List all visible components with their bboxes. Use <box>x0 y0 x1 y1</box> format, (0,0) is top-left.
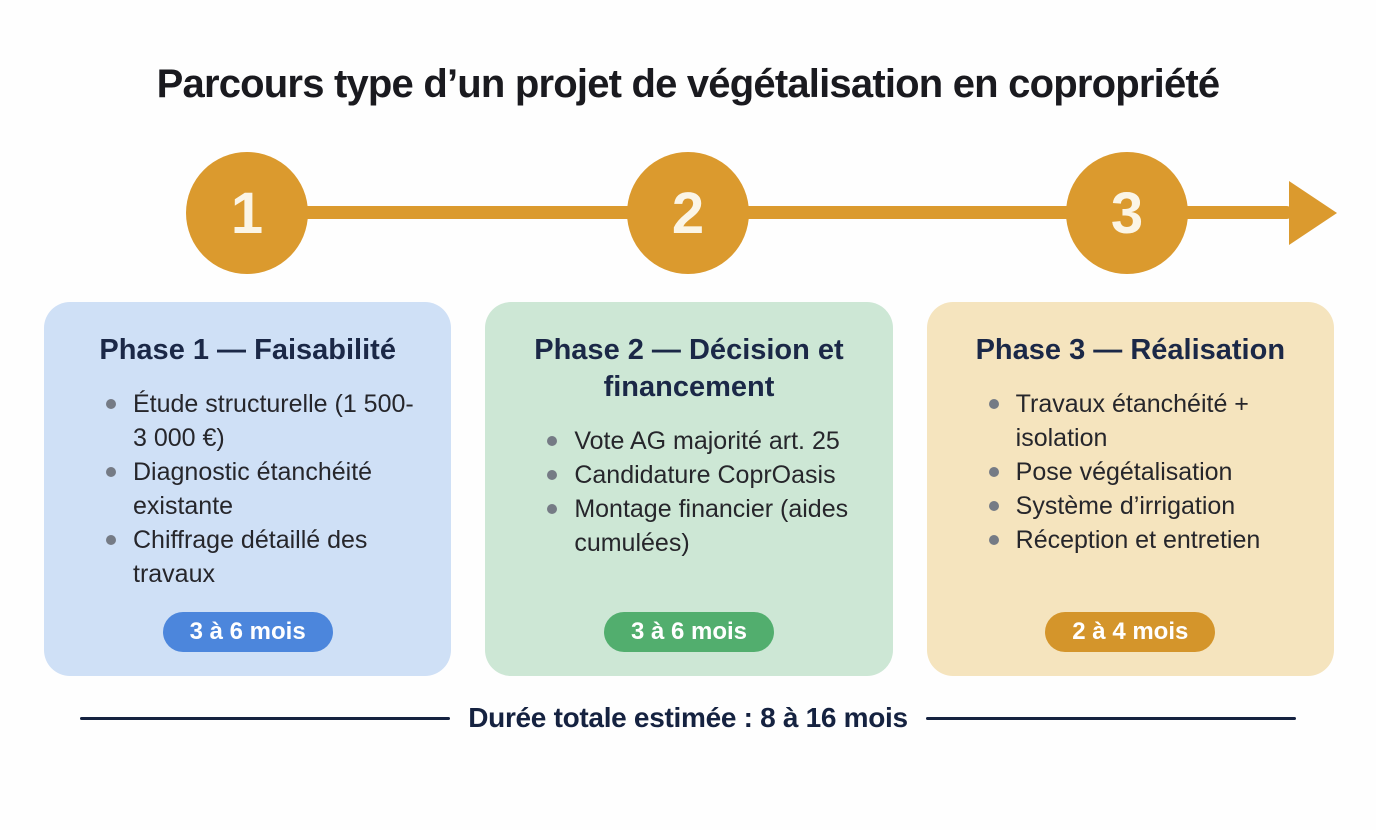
timeline-line <box>247 206 1293 219</box>
phase-title: Phase 1 — Faisabilité <box>99 334 396 366</box>
phase-card-decision-financement: Phase 2 — Décision et financement Vote A… <box>485 302 893 676</box>
bullet-item: Candidature CoprOasis <box>547 458 866 492</box>
bullet-item: Montage financier (aides cumulées) <box>547 492 866 560</box>
phase-bullet-list: Travaux étanchéité + isolation Pose végé… <box>953 387 1308 557</box>
bullet-item: Système d’irrigation <box>988 489 1308 523</box>
phase-cards-row: Phase 1 — Faisabilité Étude structurelle… <box>0 302 1376 676</box>
bullet-item: Vote AG majorité art. 25 <box>547 424 866 458</box>
bullet-item: Travaux étanchéité + isolation <box>988 387 1308 455</box>
phase-title: Phase 2 — Décision et financement <box>534 334 844 404</box>
total-duration-text: Durée totale estimée : 8 à 16 mois <box>468 702 908 733</box>
page-title: Parcours type d’un projet de végétalisat… <box>156 62 1221 106</box>
duration-badge: 3 à 6 mois <box>162 612 333 652</box>
duration-badge: 3 à 6 mois <box>603 612 775 652</box>
bullet-item: Étude structurelle (1 500-3 000 €) <box>106 387 425 455</box>
phase-card-faisabilite: Phase 1 — Faisabilité Étude structurelle… <box>44 302 452 676</box>
bullet-item: Réception et entretien <box>988 523 1308 557</box>
bullet-item: Chiffrage détaillé des travaux <box>106 523 425 591</box>
arrow-right-icon <box>1289 181 1337 245</box>
timeline-step-2: 2 <box>627 152 749 274</box>
phase-bullet-list: Vote AG majorité art. 25 Candidature Cop… <box>511 424 866 560</box>
phase-title: Phase 3 — Réalisation <box>975 334 1286 366</box>
duration-badge: 2 à 4 mois <box>1045 612 1216 652</box>
timeline: 1 2 3 <box>0 151 1376 275</box>
right-rule <box>925 716 1296 720</box>
phase-card-realisation: Phase 3 — Réalisation Travaux étanchéité… <box>926 302 1334 676</box>
bullet-item: Pose végétalisation <box>988 455 1308 489</box>
timeline-step-3: 3 <box>1066 152 1188 274</box>
bullet-item: Diagnostic étanchéité existante <box>106 455 425 523</box>
timeline-step-1: 1 <box>186 152 308 274</box>
phase-bullet-list: Étude structurelle (1 500-3 000 €) Diagn… <box>70 387 425 591</box>
left-rule <box>80 716 451 720</box>
total-duration-row: Durée totale estimée : 8 à 16 mois <box>0 702 1376 734</box>
